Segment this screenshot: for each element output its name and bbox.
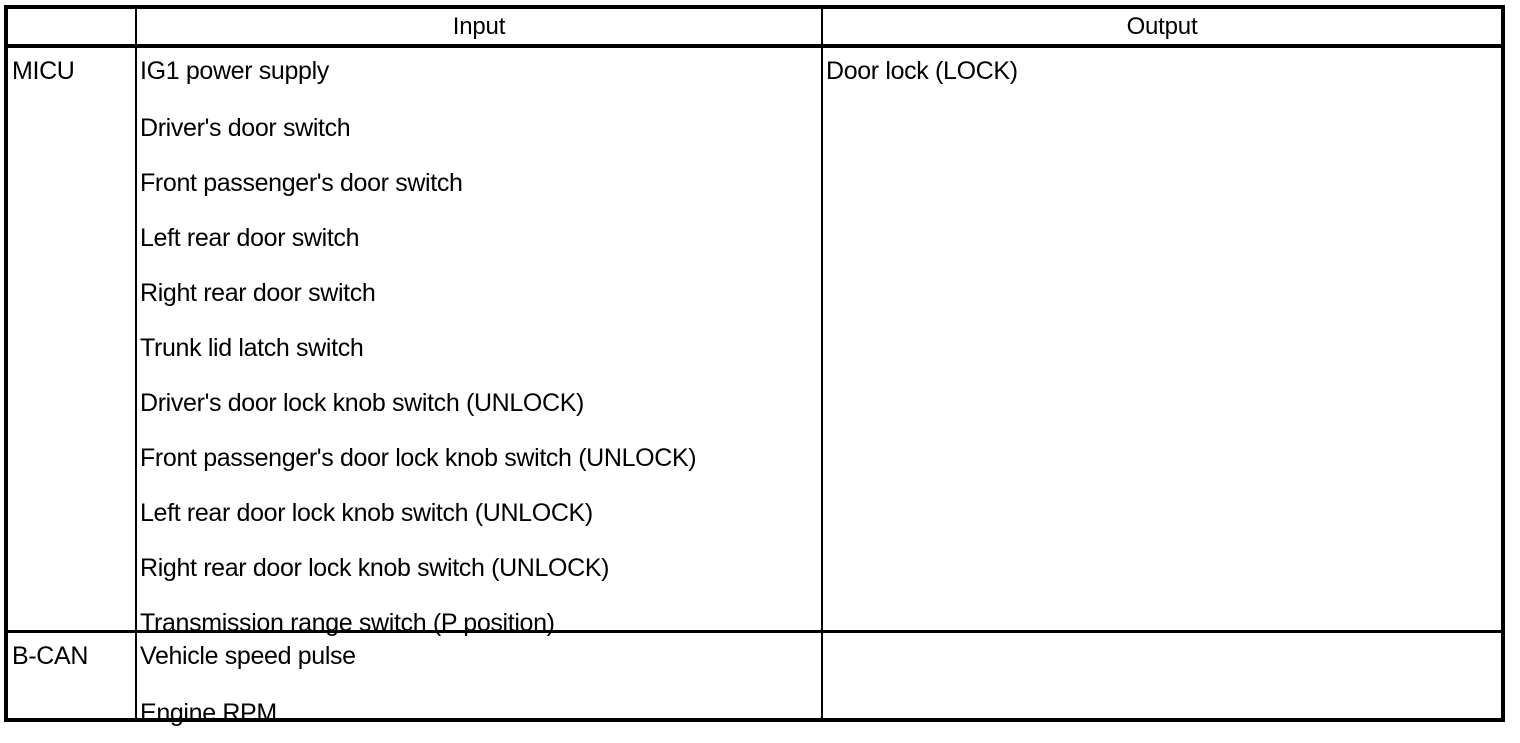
table-row-bcan-inputs: Vehicle speed pulse Engine RPM xyxy=(140,633,820,743)
column-header-output: Output xyxy=(1126,13,1198,40)
table-row-micu-module: MICU xyxy=(12,48,133,103)
table-row-micu-outputs: Door lock (LOCK) xyxy=(826,48,1500,103)
document-page: Input Output MICU IG1 power supply Drive… xyxy=(4,5,1505,727)
list-item: Transmission range switch (P position) xyxy=(140,609,555,637)
input-output-column-divider xyxy=(821,9,823,718)
list-item: Door lock (LOCK) xyxy=(826,57,1018,85)
header-bottom-rule xyxy=(8,44,1501,48)
list-item: Right rear door switch xyxy=(140,279,376,307)
table-row-bcan-module: B-CAN xyxy=(12,633,133,688)
list-item: Driver's door lock knob switch (UNLOCK) xyxy=(140,389,585,417)
module-column-divider xyxy=(135,9,137,718)
list-item: Engine RPM xyxy=(140,699,277,727)
list-item: Vehicle speed pulse xyxy=(140,642,356,670)
list-item: Left rear door lock knob switch (UNLOCK) xyxy=(140,499,593,527)
list-item: Left rear door switch xyxy=(140,224,360,252)
list-item: Trunk lid latch switch xyxy=(140,334,364,362)
micu-bcan-divider-rule xyxy=(8,630,1501,633)
module-name-micu: MICU xyxy=(12,57,75,85)
list-item: Right rear door lock knob switch (UNLOCK… xyxy=(140,554,610,582)
module-name-bcan: B-CAN xyxy=(12,642,89,670)
table-row-micu-inputs: IG1 power supply Driver's door switch Fr… xyxy=(140,48,820,653)
column-header-input: Input xyxy=(452,13,506,40)
list-item: Driver's door switch xyxy=(140,114,351,142)
list-item: Front passenger's door switch xyxy=(140,169,463,197)
list-item: Front passenger's door lock knob switch … xyxy=(140,444,697,472)
list-item: IG1 power supply xyxy=(140,57,329,85)
input-output-table: Input Output MICU IG1 power supply Drive… xyxy=(4,5,1505,727)
